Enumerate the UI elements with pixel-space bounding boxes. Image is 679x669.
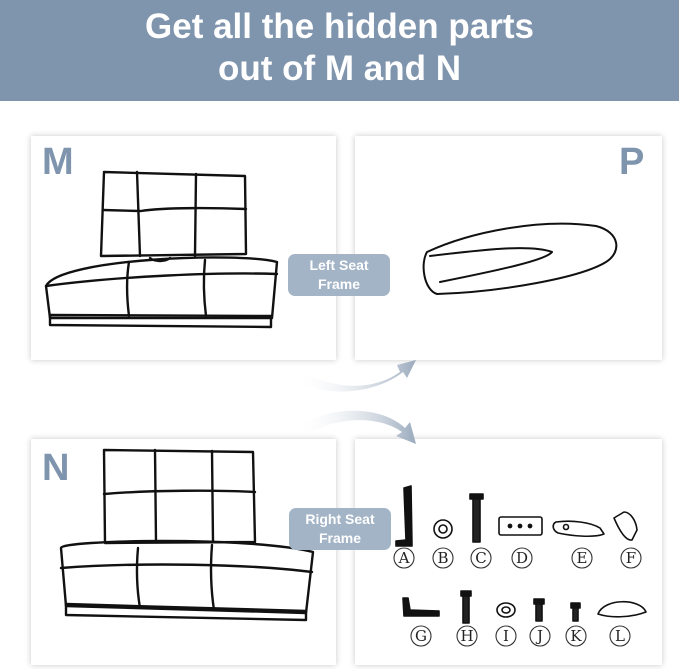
arrow-upper-icon	[295, 360, 416, 392]
part-label-f: F	[626, 549, 636, 567]
right-seat-frame-tag: Right Seat Frame	[289, 508, 391, 550]
arrow-lower-icon	[295, 410, 416, 444]
panel-n	[31, 439, 336, 665]
header-title-line-2: out of M and N	[217, 49, 461, 88]
right-seat-frame-tag-line-1: Right Seat	[305, 511, 375, 527]
left-seat-frame-tag: Left Seat Frame	[288, 254, 390, 296]
header-title-line-1: Get all the hidden parts	[145, 7, 534, 46]
panel-m-letter: M	[42, 141, 74, 183]
part-label-e: E	[577, 549, 588, 567]
part-label-l: L	[615, 627, 625, 645]
parts-drawings	[395, 485, 647, 624]
part-label-b: B	[437, 549, 448, 567]
header-banner: Get all the hidden parts out of M and N	[0, 0, 679, 101]
part-label-a: A	[398, 549, 410, 567]
part-label-d: D	[516, 549, 528, 567]
part-label-c: C	[475, 549, 486, 567]
part-label-circles	[393, 547, 642, 647]
right-seat-frame-tag-line-2: Frame	[318, 530, 362, 546]
panel-n-letter: N	[42, 447, 70, 489]
part-label-h: H	[460, 627, 473, 645]
sofa-n-drawing	[59, 448, 315, 622]
sofa-m-drawing	[44, 170, 279, 329]
seat-frame-p-drawing	[422, 222, 618, 295]
part-label-j: J	[535, 627, 543, 645]
panel-p-letter: P	[619, 141, 645, 183]
left-seat-frame-tag-line-2: Frame	[317, 276, 361, 292]
part-label-i: I	[503, 627, 509, 645]
part-label-k: K	[570, 627, 582, 645]
left-seat-frame-tag-line-1: Left Seat	[309, 257, 369, 273]
panel-parts	[355, 439, 662, 665]
part-label-g: G	[415, 627, 427, 645]
